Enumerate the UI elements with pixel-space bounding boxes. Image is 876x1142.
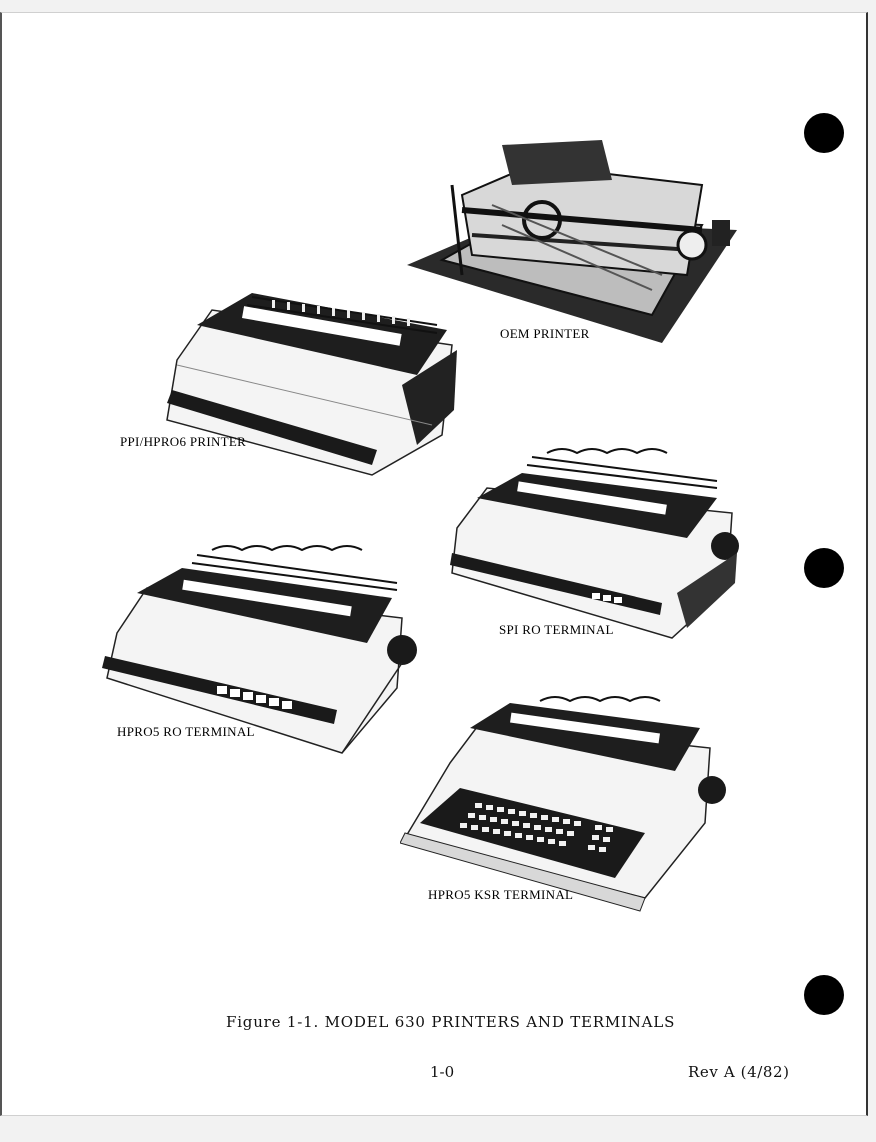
spi-ro-terminal-illustration (450, 448, 739, 639)
oem-printer-illustration (407, 140, 737, 343)
spi-ro-terminal-label: SPI RO TERMINAL (499, 622, 614, 637)
hpro5-ksr-terminal-label: HPRO5 KSR TERMINAL (428, 887, 574, 902)
hpro5-ro-terminal-label: HPRO5 RO TERMINAL (117, 724, 255, 739)
figure-caption: Figure 1-1. MODEL 630 PRINTERS AND TERMI… (226, 1013, 676, 1031)
revision-label: Rev A (4/82) (688, 1063, 790, 1081)
binder-hole-bottom (804, 975, 844, 1015)
binder-hole-top (804, 113, 844, 153)
oem-printer-label: OEM PRINTER (500, 326, 590, 341)
hpro5-ksr-terminal-illustration (400, 696, 726, 912)
page-number: 1-0 (430, 1063, 455, 1081)
ppi-hpro6-printer-label: PPI/HPRO6 PRINTER (120, 434, 247, 449)
hpro5-ro-terminal-illustration (102, 545, 417, 754)
document-page: OEM PRINTER PPI/HPRO6 PRINTER (0, 12, 868, 1116)
binder-hole-middle (804, 548, 844, 588)
ppi-hpro6-printer-illustration (166, 293, 457, 476)
